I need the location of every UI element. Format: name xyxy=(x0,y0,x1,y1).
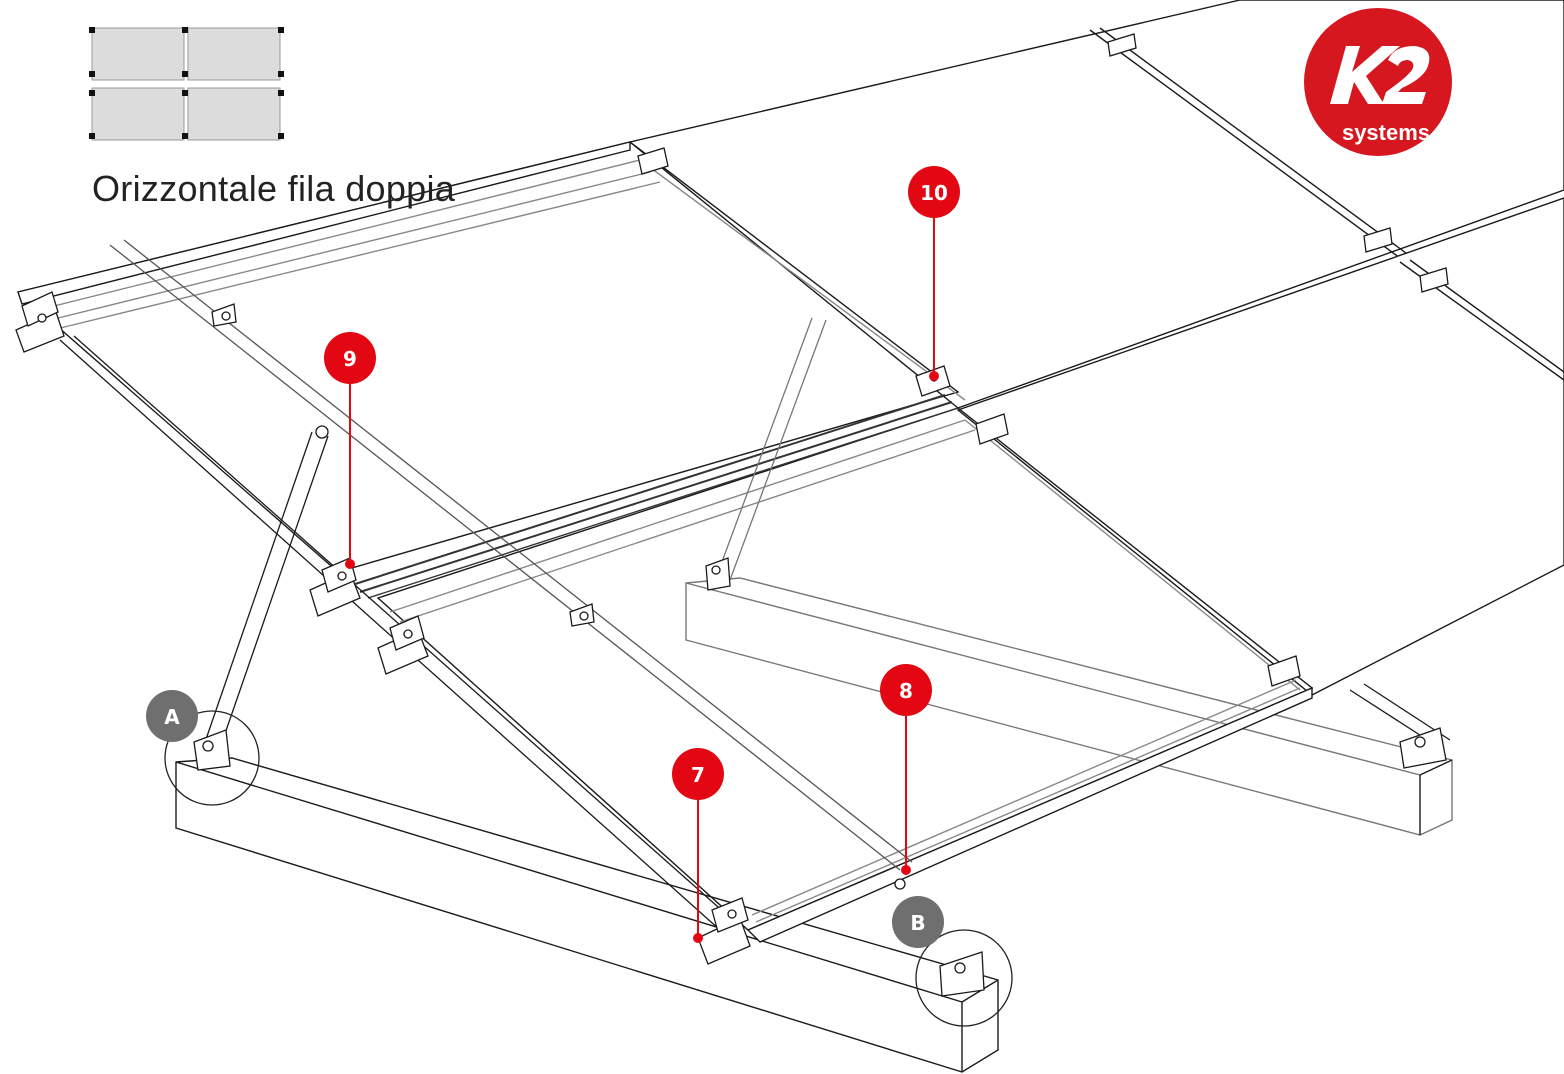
callout-a-label: A xyxy=(164,705,180,729)
foot-bracket-b xyxy=(939,951,985,997)
callout-7-label: 7 xyxy=(691,763,705,787)
callout-10: 10 xyxy=(908,166,960,218)
mid-bracket-4 xyxy=(315,425,906,890)
clamp-top-back xyxy=(637,147,669,175)
clamp-far-2 xyxy=(1363,227,1393,253)
clamp-bottom xyxy=(697,897,751,965)
callout-9: 9 xyxy=(324,332,376,384)
detail-circle-b xyxy=(915,929,1013,1027)
page-title: Orizzontale fila doppia xyxy=(92,168,456,209)
foot-bracket-a xyxy=(193,729,231,771)
clamp-right-2 xyxy=(1267,655,1301,687)
detail-circles xyxy=(164,710,1013,1027)
ballast-blocks xyxy=(175,577,1453,1073)
k2-systems-logo: systems xyxy=(1304,8,1452,156)
mid-bracket-2 xyxy=(211,303,237,327)
callout-b: B xyxy=(892,896,944,948)
clamp-top-left xyxy=(15,291,65,353)
front-panel-frames xyxy=(16,141,1314,943)
detail-circle-a xyxy=(164,710,260,806)
callout-8-label: 8 xyxy=(899,679,913,703)
module-clamps xyxy=(15,33,1449,997)
layout-grid-icon xyxy=(89,27,284,141)
mid-bracket-3 xyxy=(569,603,595,627)
clamp-far-1 xyxy=(1107,33,1137,57)
foot-bracket-right xyxy=(1399,727,1447,769)
callout-10-label: 10 xyxy=(920,181,948,205)
mid-bracket-1 xyxy=(705,557,731,591)
callout-7: 7 xyxy=(672,748,724,800)
logo-subtitle: systems xyxy=(1342,120,1430,145)
leader-lines xyxy=(345,210,939,943)
callout-8: 8 xyxy=(880,664,932,716)
callout-9-label: 9 xyxy=(343,347,357,371)
callout-b-label: B xyxy=(910,911,925,935)
clamp-mid-left-2 xyxy=(377,615,429,675)
clamp-right-1 xyxy=(975,413,1009,445)
clamp-far-3 xyxy=(1419,267,1449,293)
callout-a: A xyxy=(146,690,198,742)
